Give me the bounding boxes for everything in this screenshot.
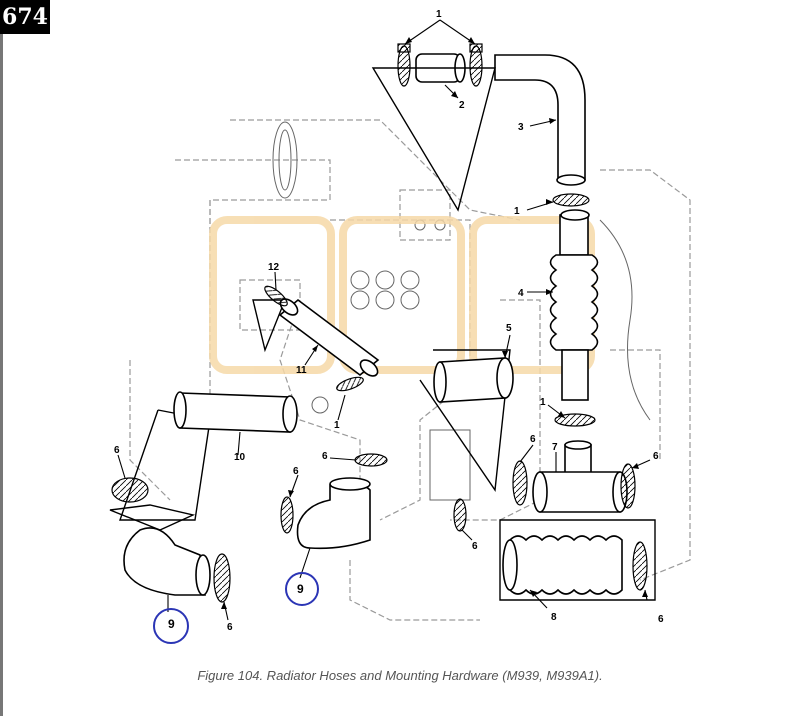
- part-6-clamp-middle: [111, 453, 467, 603]
- part-8-bellows-hose: [502, 535, 623, 595]
- part-1-clamp-lower: [336, 376, 364, 392]
- callout-1-middle: 1: [540, 397, 546, 408]
- part-1-clamps-middle: [552, 193, 596, 427]
- callout-12: 12: [268, 262, 280, 273]
- callout-6-bellows: 6: [658, 614, 664, 625]
- highlight-circle-left: [153, 608, 189, 644]
- part-3-elbow-hose: [494, 54, 586, 186]
- callout-6-elbow-left: 6: [227, 622, 233, 633]
- callout-1-upper: 1: [514, 206, 520, 217]
- highlight-circles: [153, 572, 319, 644]
- callout-9-left: 9: [168, 617, 175, 631]
- callout-2: 2: [459, 100, 465, 111]
- callout-6-left: 6: [114, 445, 120, 456]
- callout-6-elbow-center: 6: [293, 466, 299, 477]
- page-number-badge: 674: [0, 0, 50, 34]
- engine-detail-shapes: [272, 121, 651, 501]
- part-5-straight-hose: [433, 357, 514, 403]
- callout-leader-lines: [117, 19, 651, 621]
- part-6-clamps-tee: [512, 460, 636, 509]
- callout-6-center: 6: [322, 451, 328, 462]
- callout-labels: 1 2 3 1 4 5 1 6 7 6 6 8 6 6 6 10 6 6 12 …: [114, 9, 664, 633]
- callout-3: 3: [518, 122, 524, 133]
- part-1-clamps-top: [397, 43, 483, 87]
- callout-6-tee-left: 6: [530, 434, 536, 445]
- callout-10: 10: [234, 452, 246, 463]
- callout-11: 11: [296, 365, 307, 376]
- callout-4: 4: [518, 288, 524, 299]
- part-12-clamp: [264, 285, 288, 307]
- callout-6-lower-mid: 6: [472, 541, 478, 552]
- part-4-bellows-hose: [549, 209, 599, 401]
- part-10-straight-hose: [173, 391, 298, 433]
- callout-1-top: 1: [436, 9, 442, 20]
- callout-6-tee-right: 6: [653, 451, 659, 462]
- part-9-elbow-center: [296, 477, 371, 550]
- callout-1-lower: 1: [334, 420, 340, 431]
- part-9-elbow-left: [123, 527, 211, 596]
- page-left-border: [0, 0, 3, 716]
- callout-arrowheads: [221, 37, 648, 609]
- callout-7: 7: [552, 442, 558, 453]
- part-6-clamp-bellows: [632, 541, 648, 591]
- callout-9-center: 9: [297, 582, 304, 596]
- figure-caption: Figure 104. Radiator Hoses and Mounting …: [197, 668, 603, 683]
- callout-8: 8: [551, 612, 557, 623]
- callout-5: 5: [506, 323, 512, 334]
- part-7-tee-hose: [532, 440, 628, 513]
- highlight-circle-center: [285, 572, 319, 606]
